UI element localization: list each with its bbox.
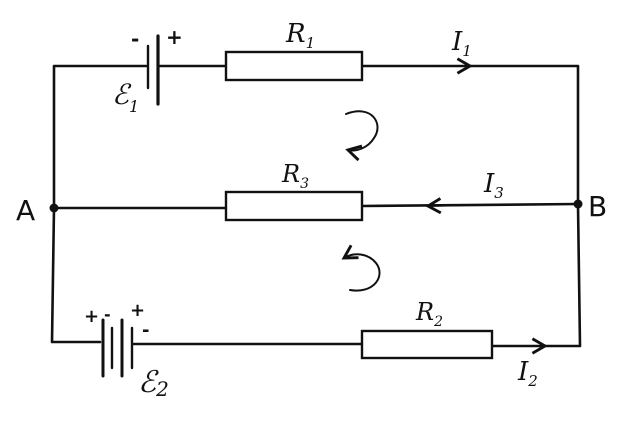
resistor-r3: [224, 190, 364, 222]
e2-plus-sign-right: +: [130, 300, 145, 321]
resistor-r2-letter: R: [415, 298, 434, 326]
e2-minus-sign-right: -: [142, 320, 149, 341]
source-e1-label: ℰ1: [112, 78, 139, 116]
resistor-r2-subscript: 2: [433, 314, 443, 330]
lower-loop-direction-arrow: [341, 244, 381, 292]
current-i2-subscript: 2: [527, 372, 538, 390]
current-i3-arrow: [425, 197, 466, 215]
resistor-r3-subscript: 3: [300, 176, 309, 192]
current-i1-label: I1: [451, 27, 472, 60]
resistor-r1-letter: R: [285, 19, 306, 49]
node-b-dot: [573, 199, 583, 209]
resistor-r3-label: R3: [281, 160, 309, 192]
bottom-wire-left: [50, 206, 102, 344]
e2-minus-sign-left: -: [104, 305, 111, 324]
resistor-r1-label: R1: [285, 19, 315, 52]
current-i3-letter: I: [483, 169, 495, 199]
node-a-dot: [49, 203, 59, 213]
resistor-r1: [224, 50, 364, 82]
middle-wire-right: [360, 202, 580, 208]
resistor-r1-subscript: 1: [306, 34, 316, 52]
e1-plus-sign: +: [166, 25, 183, 49]
source-e2-label: ℰ2: [138, 365, 169, 401]
source-e1-subscript: 1: [129, 97, 139, 116]
resistor-r2-label: R2: [415, 298, 443, 330]
resistor-r2: [360, 329, 494, 360]
node-b-label: B: [588, 190, 607, 223]
top-wire-left: [52, 64, 148, 209]
current-i1-letter: I: [451, 27, 463, 57]
node-a-label: A: [16, 194, 35, 227]
top-wire-right: [360, 64, 580, 207]
current-i3-label: I3: [483, 169, 504, 202]
resistor-r3-letter: R: [281, 160, 300, 188]
upper-loop-direction-arrow: [345, 110, 379, 162]
current-i2-letter: I: [517, 357, 529, 387]
source-e1-letter: ℰ: [112, 78, 132, 111]
source-e2-letter: ℰ: [138, 365, 159, 400]
current-i1-subscript: 1: [462, 42, 472, 60]
bottom-wire-right: [490, 203, 582, 348]
current-i3-subscript: 3: [494, 184, 504, 202]
e2-plus-sign-left: +: [84, 306, 99, 327]
source-e2-subscript: 2: [155, 377, 169, 401]
e1-minus-sign: -: [131, 27, 139, 51]
current-i2-label: I2: [517, 357, 538, 390]
